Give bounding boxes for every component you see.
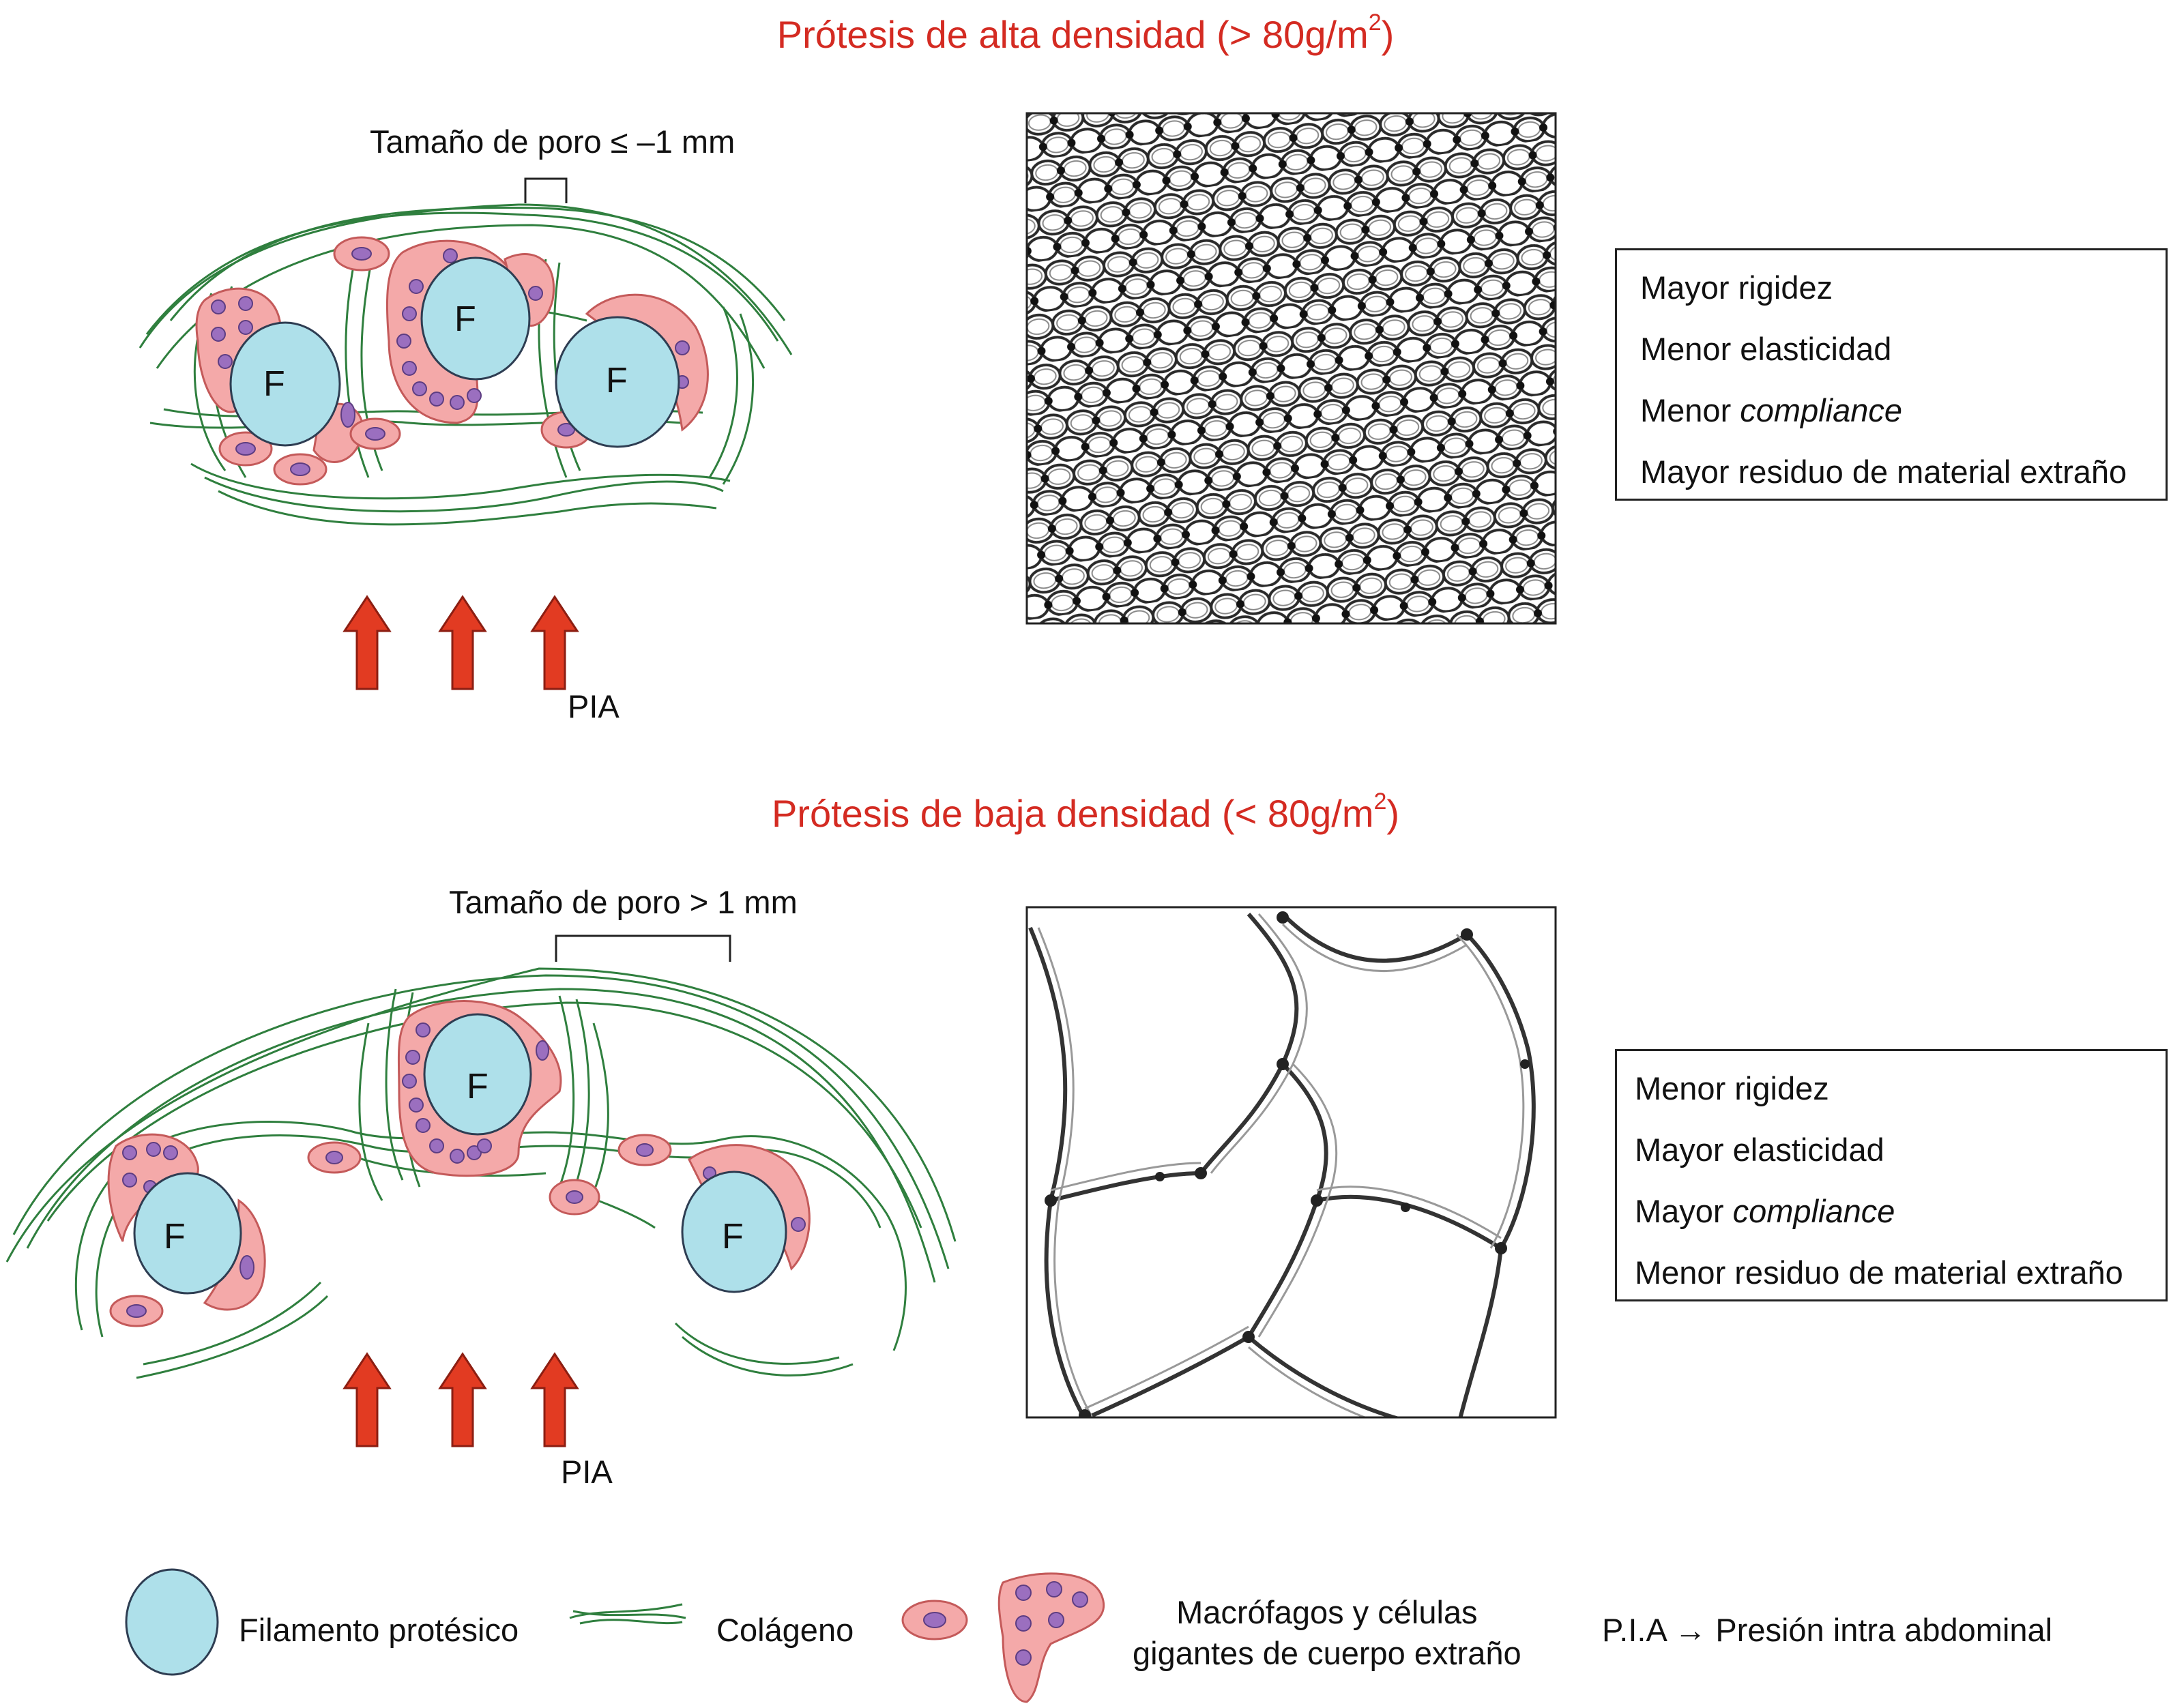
svg-text:F: F [606,361,628,400]
legend-pia-definition: P.I.A → Presión intra abdominal [1602,1612,2053,1648]
high-pore-size-label: Tamaño de poro ≤ –1 mm [370,123,735,160]
collagen-legend-icon [569,1603,686,1625]
svg-text:F: F [454,299,476,339]
filament-labels: F F F [164,1067,744,1256]
low-density-title: Prótesis de baja densidad (< 80g/m2) [771,789,1400,835]
legend-macrophage-label: Macrófagos y células gigantes de cuerpo … [1133,1594,1521,1671]
low-pore-bracket [555,934,731,962]
low-density-properties-box: Menor rigidez Mayor elasticidad Mayor co… [1615,1049,2168,1301]
high-density-tissue-diagram: F F F [139,177,793,690]
property-row: Mayor compliance [1635,1193,1895,1229]
high-density-mesh-image [1025,112,1557,625]
svg-text:F: F [164,1217,186,1256]
pia-arrows [343,1352,579,1447]
filament-legend-icon [125,1568,219,1676]
filament-labels: F F F [263,299,628,404]
svg-text:F: F [467,1067,489,1106]
property-row: Mayor rigidez [1640,269,1833,306]
low-pore-size-label: Tamaño de poro > 1 mm [449,884,798,920]
giant-cell-legend-icon [997,1572,1105,1703]
legend-collagen-label: Colágeno [716,1612,854,1648]
pia-arrows [343,595,579,690]
property-row: Menor compliance [1640,392,1903,428]
macrophage-legend-icon [901,1600,968,1640]
prosthetic-filaments [133,1013,787,1295]
high-density-title: Prótesis de alta densidad (> 80g/m2) [776,10,1395,56]
prosthetic-filaments [229,256,680,448]
cell-nuclei [211,247,690,476]
property-row: Menor elasticidad [1640,331,1892,367]
high-density-properties-box: Mayor rigidez Menor elasticidad Menor co… [1615,248,2168,501]
property-row: Mayor residuo de material extraño [1640,454,2127,490]
low-density-mesh-image [1025,906,1557,1419]
property-row: Menor residuo de material extraño [1635,1254,2123,1291]
property-row: Menor rigidez [1635,1070,1829,1106]
legend-icons [125,1568,1105,1703]
svg-text:F: F [722,1217,744,1256]
high-pore-bracket [524,177,568,203]
legend-filament-label: Filamento protésico [239,1612,519,1648]
cell-nuclei [122,1022,806,1318]
svg-text:F: F [263,364,285,404]
low-pia-label: PIA [561,1454,613,1490]
high-pia-label: PIA [568,688,620,724]
property-row: Mayor elasticidad [1635,1132,1884,1168]
low-density-tissue-diagram: F F F [5,934,957,1447]
